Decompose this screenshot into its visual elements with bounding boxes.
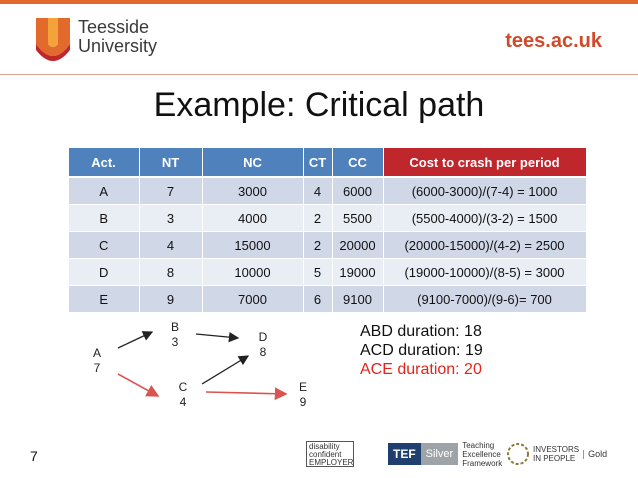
node-d: D 8	[246, 330, 280, 364]
university-logo: Teesside University	[34, 16, 164, 62]
col-header-cost-to-crash: Cost to crash per period	[383, 148, 587, 178]
table-row: C 4 15000 2 20000 (20000-15000)/(4-2) = …	[68, 231, 587, 259]
node-label: A	[92, 346, 101, 360]
page-number: 7	[30, 448, 38, 464]
col-header-crash-cost: CC	[332, 148, 384, 178]
col-header-normal-time: NT	[139, 148, 203, 178]
node-e: E 9	[286, 380, 320, 414]
header-divider	[0, 74, 638, 75]
university-name-line2: University	[78, 36, 158, 56]
table-row: A 7 3000 4 6000 (6000-3000)/(7-4) = 1000	[68, 176, 587, 205]
edge-c-e	[205, 387, 288, 401]
table-cell: 5500	[331, 204, 384, 232]
table-cell: (9100-7000)/(9-6)= 700	[382, 285, 587, 313]
table-cell: B	[68, 204, 140, 232]
table-cell: 7000	[201, 285, 304, 313]
table-cell: D	[68, 258, 140, 286]
table-cell: 6000	[331, 176, 384, 205]
node-label: D	[258, 330, 268, 344]
table-cell: 20000	[331, 231, 384, 259]
table-cell: (19000-10000)/(8-5) = 3000	[382, 258, 587, 286]
node-duration: 8	[259, 345, 267, 359]
table-cell: 8	[138, 258, 203, 286]
tef-line2: Excellence	[462, 449, 501, 459]
table-cell: 2	[302, 231, 333, 259]
university-name-line1: Teesside	[78, 17, 150, 37]
node-duration: 7	[93, 361, 101, 375]
dc-line1: disability	[309, 442, 340, 451]
table-cell: (20000-15000)/(4-2) = 2500	[382, 231, 587, 259]
node-label: E	[298, 380, 307, 394]
table-cell: 4	[302, 176, 333, 205]
table-header-row: Act. NT NC CT CC Cost to crash per perio…	[68, 148, 587, 178]
node-duration: 9	[299, 395, 307, 409]
tef-level: Silver	[420, 443, 459, 465]
table-cell: 7	[138, 176, 203, 205]
table-cell: 19000	[331, 258, 384, 286]
crash-cost-table: Act. NT NC CT CC Cost to crash per perio…	[68, 148, 587, 313]
col-header-crash-time: CT	[303, 148, 333, 178]
network-edges	[117, 331, 288, 401]
table-cell: 3000	[201, 176, 304, 205]
node-duration: 3	[171, 335, 179, 349]
disability-confident-logo: disability confident EMPLOYER	[306, 440, 354, 468]
dc-line3: EMPLOYER	[309, 458, 354, 467]
table-cell: 4	[138, 231, 203, 259]
path-duration-ace-critical: ACE duration: 20	[360, 361, 482, 378]
path-duration-abd: ABD duration: 18	[360, 323, 482, 340]
table-cell: 15000	[201, 231, 304, 259]
table-cell: 5	[302, 258, 333, 286]
tef-silver-logo: TEF Silver Teaching Excellence Framework	[388, 440, 502, 468]
tef-mark: TEF	[388, 443, 421, 465]
edge-a-b	[117, 331, 154, 349]
laurel-wreath-icon	[507, 443, 529, 465]
table-cell: 2	[302, 204, 333, 232]
table-row: D 8 10000 5 19000 (19000-10000)/(8-5) = …	[68, 258, 587, 286]
node-label: C	[178, 380, 188, 394]
table-cell: 10000	[201, 258, 304, 286]
university-shield-icon	[36, 18, 70, 61]
node-duration: 4	[179, 395, 187, 409]
slide-title: Example: Critical path	[153, 86, 485, 124]
table-row: B 3 4000 2 5500 (5500-4000)/(3-2) = 1500	[68, 204, 587, 232]
table-cell: 9	[138, 285, 203, 313]
table-row: E 9 7000 6 9100 (9100-7000)/(9-6)= 700	[68, 285, 587, 313]
node-a: A 7	[80, 346, 114, 380]
dc-line2: confident	[309, 450, 342, 459]
table-cell: 9100	[331, 285, 384, 313]
edge-b-d	[195, 331, 240, 343]
path-durations: ABD duration: 18 ACD duration: 19 ACE du…	[360, 322, 483, 379]
iip-line2: IN PEOPLE	[533, 454, 576, 463]
node-c: C 4	[166, 380, 200, 414]
edge-c-d	[201, 355, 250, 385]
table-cell: E	[68, 285, 140, 313]
table-cell: (5500-4000)/(3-2) = 1500	[382, 204, 587, 232]
tef-line1: Teaching	[462, 440, 495, 450]
col-header-normal-cost: NC	[202, 148, 304, 178]
table-cell: C	[68, 231, 140, 259]
node-b: B 3	[158, 320, 192, 354]
network-diagram: A 7 B 3 C 4 D 8 E 9	[60, 312, 360, 422]
website-link[interactable]: tees.ac.uk	[505, 30, 602, 52]
table-cell: 3	[138, 204, 203, 232]
path-duration-acd: ACD duration: 19	[360, 342, 483, 359]
table-cell: 6	[302, 285, 333, 313]
col-header-activity: Act.	[68, 148, 140, 178]
edge-a-c	[117, 373, 160, 397]
iip-line1: INVESTORS	[533, 445, 580, 454]
table-cell: A	[68, 176, 140, 205]
table-cell: 4000	[201, 204, 304, 232]
table-cell: (6000-3000)/(7-4) = 1000	[382, 176, 587, 205]
iip-level: Gold	[583, 449, 607, 459]
node-label: B	[170, 320, 179, 334]
investors-in-people-logo: INVESTORS IN PEOPLE Gold	[506, 440, 607, 468]
top-accent-bar	[0, 0, 638, 4]
tef-line3: Framework	[462, 458, 503, 468]
